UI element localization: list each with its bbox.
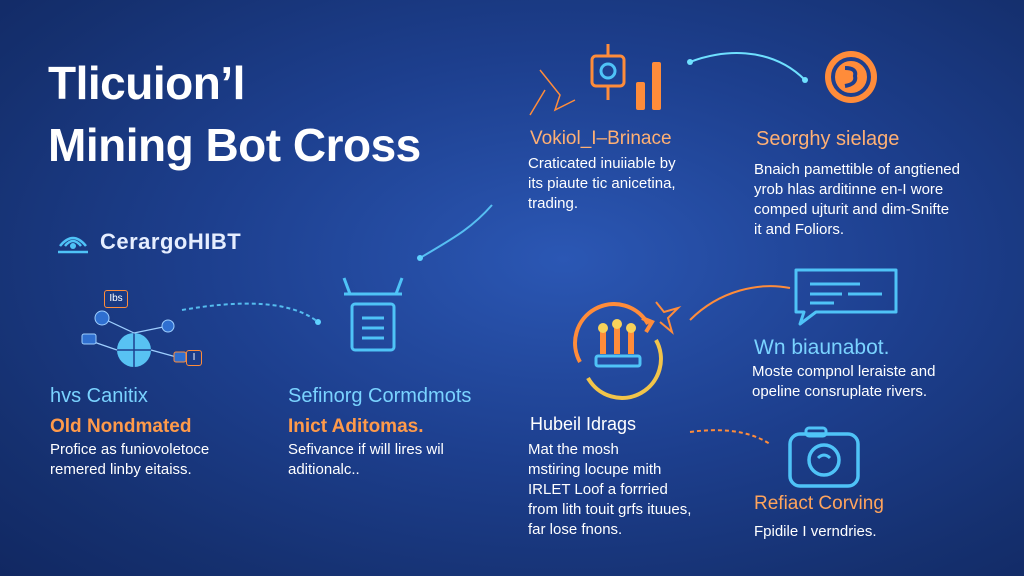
top-heading: Vokiol_I–Brinace	[530, 128, 672, 149]
left-heading: hvs Canitix	[50, 385, 148, 407]
right-mid-body: Moste compnol leraiste and opeline consr…	[752, 363, 936, 400]
coin-icon	[825, 51, 877, 103]
title-line-1: Tlicuion’l	[48, 57, 245, 109]
bottom-mid-heading: Hubeil Idrags	[530, 414, 637, 434]
refresh-icon	[573, 301, 682, 400]
badge-i: I	[186, 350, 202, 366]
badge-ibs: Ibs	[104, 290, 128, 308]
bottom-right-heading: Refiact Corving	[754, 493, 884, 514]
left-body: Profice as funiovoletoce remered linby e…	[50, 441, 210, 478]
bottom-mid-body: Mat the mosh mstiring locupe mith IRLET …	[528, 441, 692, 538]
brand: CerargoHIBT	[56, 226, 241, 258]
top-right-heading: Seorghy sielage	[756, 128, 900, 150]
left-subheading: Old Nondmated	[50, 416, 192, 437]
page-title: Tlicuion’l Mining Bot Cross	[48, 52, 421, 176]
signal-icon	[58, 236, 88, 254]
title-line-2: Mining Bot Cross	[48, 119, 421, 171]
chat-bubble-icon	[794, 268, 898, 326]
brand-name: CerargoHIBT	[100, 229, 242, 254]
top-right-body: Bnaich pamettible of angtiened yrob hlas…	[754, 161, 960, 238]
bottom-right-body: Fpidile I verndries.	[754, 523, 877, 540]
mid-subheading: Inict Aditomas.	[288, 416, 424, 437]
mid-body: Sefivance if will lires wil aditionalc..	[288, 441, 444, 478]
bar-chart-icon	[590, 44, 661, 110]
network-globe-icon	[81, 310, 187, 367]
mid-heading: Sefinorg Cormdmots	[288, 385, 472, 407]
gpu-icon	[342, 277, 404, 352]
camera-icon	[788, 426, 860, 488]
right-mid-heading: Wn biaunabot.	[754, 336, 890, 359]
top-body: Craticated inuiiable by its piaute tic a…	[528, 155, 676, 212]
